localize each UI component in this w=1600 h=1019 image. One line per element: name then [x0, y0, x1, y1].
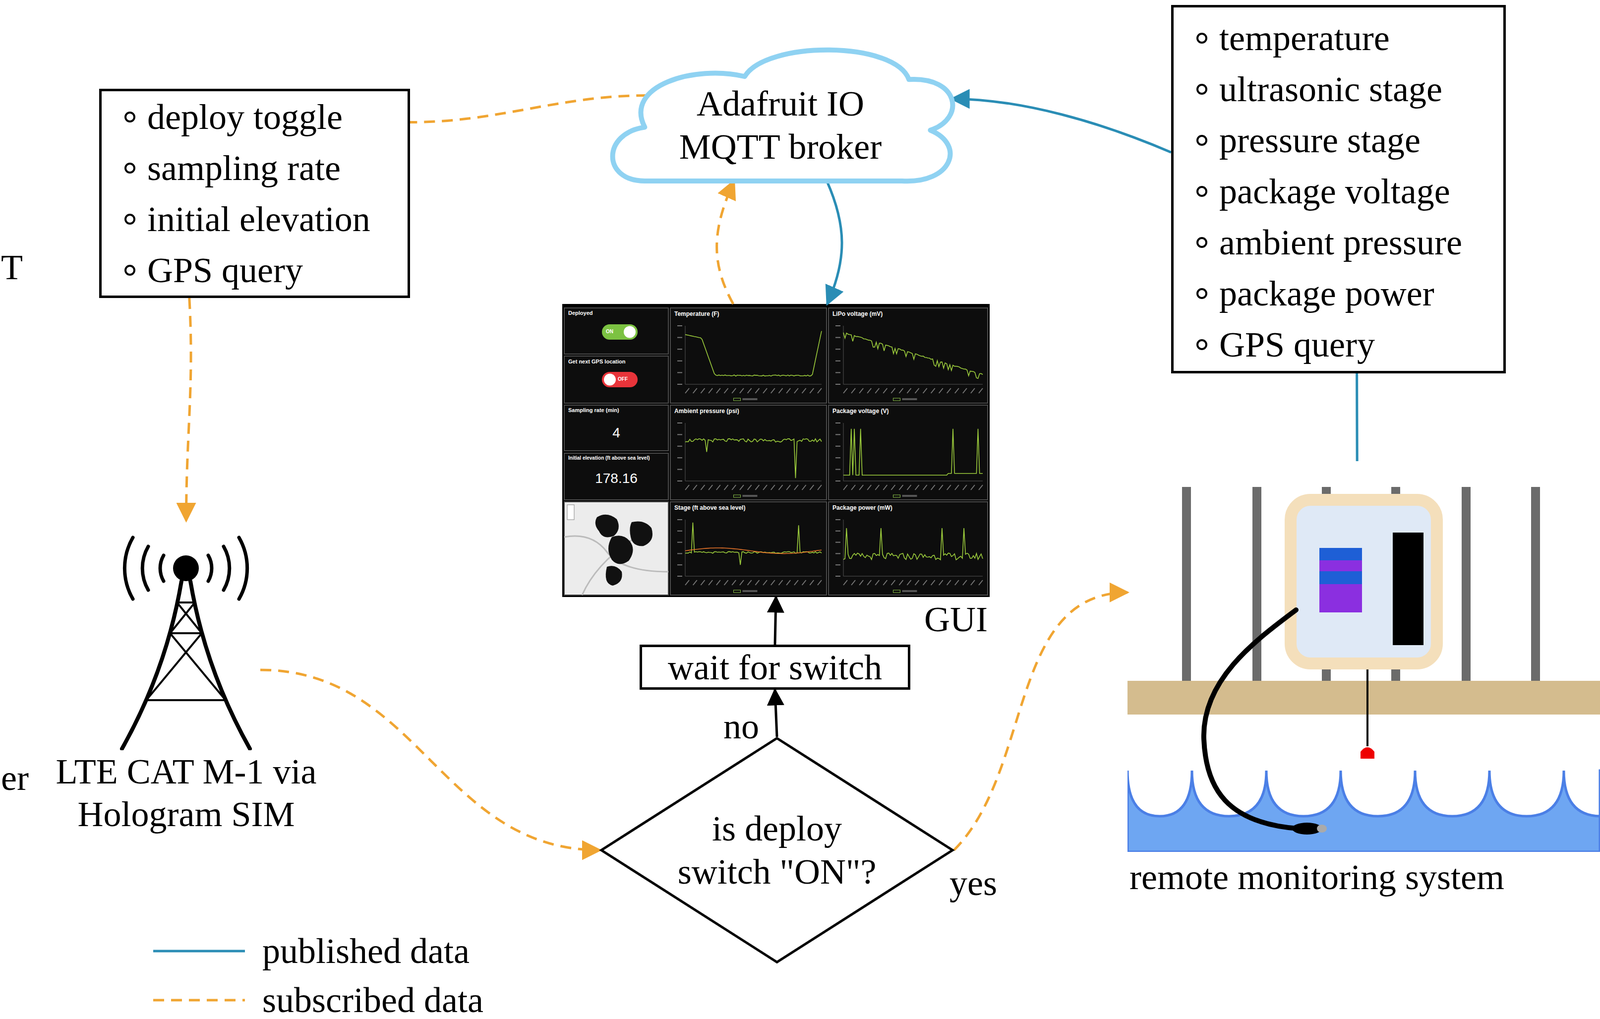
bullet — [1196, 134, 1208, 146]
list-item: pressure stage — [1219, 122, 1421, 159]
dashboard-text: Temperature (F) — [674, 310, 719, 318]
dashboard-text: Package power (mW) — [832, 504, 893, 512]
list-item: initial elevation — [147, 201, 371, 238]
list-item: ambient pressure — [1219, 224, 1463, 261]
list-box: deploy toggle sampling rate initial elevat… — [99, 88, 411, 298]
dashboard-text: Package voltage (V) — [832, 408, 889, 415]
bullet — [1196, 185, 1208, 197]
subscribed-connector — [186, 297, 192, 521]
gui-panel: GUI — [562, 303, 990, 597]
caption-text: remote monitoring system — [1129, 855, 1505, 899]
subscribed-connector — [410, 95, 648, 122]
monitoring-station: remote monitoring system — [1127, 461, 1600, 852]
broker-label: Adafruit IO MQTT broker — [631, 82, 930, 169]
bullet — [1196, 32, 1208, 44]
list-row: temperature — [1196, 12, 1484, 64]
flow-arrow — [774, 596, 776, 645]
list-row: ultrasonic stage — [1196, 63, 1484, 115]
list-row: GPS query — [124, 244, 388, 296]
caption-text: LTE CAT M-1 via Hologram SIM — [12, 750, 360, 836]
list-item: ultrasonic stage — [1219, 71, 1443, 108]
cell-tower: LTE CAT M-1 via Hologram SIM — [112, 520, 261, 751]
list-item: sampling rate — [147, 150, 341, 186]
dashboard-text: LiPo voltage (mV) — [832, 310, 883, 318]
published-connector — [951, 98, 1172, 153]
legend-row: published data — [153, 929, 470, 973]
bullet — [124, 162, 136, 174]
legend-text: published data — [262, 929, 470, 973]
bullet — [1196, 288, 1208, 299]
list-row: package power — [1196, 267, 1484, 319]
list-row: ambient pressure — [1196, 216, 1484, 268]
list-row: GPS query — [1196, 318, 1484, 370]
dashboard-text: Initial elevation (ft above sea level) — [568, 455, 666, 462]
bullet — [1196, 83, 1208, 95]
tower-icon — [112, 520, 261, 751]
cropped-text: T — [0, 246, 23, 289]
dashboard-text: 4 — [564, 424, 669, 441]
dashboard-text: 178.16 — [564, 470, 669, 487]
list-row: package voltage — [1196, 165, 1484, 217]
dashboard-text: OFF — [617, 376, 628, 383]
dashboard-text: Stage (ft above sea level) — [674, 504, 746, 512]
list-item: GPS query — [147, 252, 303, 289]
caption-text: GUI — [924, 597, 988, 641]
published-connector — [1355, 373, 1359, 462]
list-row: deploy toggle — [124, 91, 388, 143]
edge-label: yes — [946, 865, 1001, 901]
process-box: wait for switch — [639, 644, 911, 690]
flow-arrow — [774, 689, 777, 737]
list-item: deploy toggle — [147, 99, 343, 135]
list-item: temperature — [1219, 20, 1390, 57]
cloud-shape: Adafruit IO MQTT broker — [601, 40, 959, 190]
list-row: pressure stage — [1196, 114, 1484, 166]
bullet — [124, 264, 136, 276]
decision-text: is deploy switch "ON"? — [660, 807, 894, 893]
list-row: sampling rate — [124, 142, 388, 194]
diamond-outline — [599, 736, 954, 964]
dashboard-text: ON — [605, 328, 614, 335]
legend-line — [153, 946, 245, 956]
list-item: package voltage — [1219, 173, 1451, 210]
list-row: initial elevation — [124, 193, 388, 245]
edge-label: no — [720, 708, 763, 745]
bullet — [124, 213, 136, 225]
cropped-text: er — [0, 757, 29, 799]
process-text: wait for switch — [667, 649, 883, 686]
legend-row: subscribed data — [153, 978, 484, 1019]
list-item: GPS query — [1219, 326, 1375, 363]
published-connector — [827, 180, 842, 304]
legend-line — [153, 995, 245, 1006]
dashboard-text: Ambient pressure (psi) — [674, 408, 740, 415]
monitoring-illustration — [1127, 461, 1600, 852]
bullet — [1196, 339, 1208, 351]
legend-text: subscribed data — [262, 978, 484, 1019]
bullet — [124, 111, 136, 123]
dashboard-screenshot — [562, 303, 990, 597]
list-box: temperature ultrasonic stage pressure stag… — [1171, 4, 1506, 374]
subscribed-connector — [716, 180, 735, 304]
dashboard-text: Deployed — [568, 309, 593, 317]
dashboard-text: Get next GPS location — [568, 358, 626, 365]
dashboard-text: Sampling rate (min) — [568, 407, 620, 414]
bullet — [1196, 237, 1208, 248]
list-item: package power — [1219, 275, 1435, 312]
decision-diamond: is deploy switch "ON"? — [599, 736, 954, 964]
